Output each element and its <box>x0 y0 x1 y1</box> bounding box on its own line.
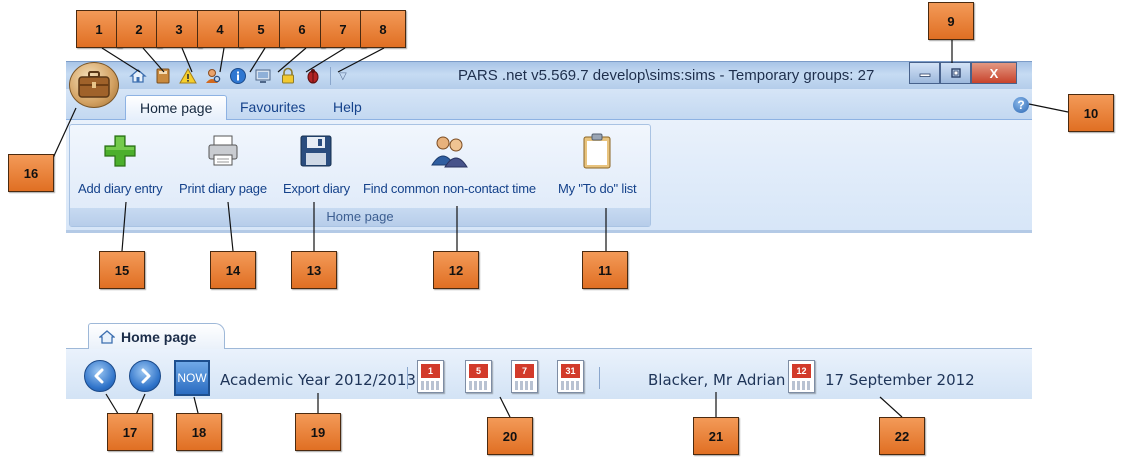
callout-4: 4 <box>197 10 243 48</box>
callout-2: 2 <box>116 10 162 48</box>
document-tab-home-page[interactable]: Home page <box>88 323 225 349</box>
ribbon-group-label: Home page <box>70 208 650 226</box>
quick-access-toolbar: ▽ <box>128 66 347 86</box>
toolbar-separator <box>599 367 600 389</box>
callout-6: 6 <box>279 10 325 48</box>
callout-3: 3 <box>156 10 202 48</box>
calendar-week-button[interactable]: 5 <box>465 360 492 393</box>
floppy-disk-icon <box>296 133 336 169</box>
callout-12: 12 <box>433 251 479 289</box>
calendar-icon: 7 <box>515 364 534 378</box>
title-bar[interactable]: ▽ PARS .net v5.569.7 develop\sims:sims -… <box>66 61 1032 89</box>
find-common-non-contact-time-label: Find common non-contact time <box>363 181 536 196</box>
arrow-right-icon <box>141 368 151 384</box>
callout-21: 21 <box>693 417 739 455</box>
callout-14: 14 <box>210 251 256 289</box>
tab-favourites[interactable]: Favourites <box>240 99 306 115</box>
print-diary-page-button[interactable]: Print diary page <box>179 133 267 196</box>
calendar-day-button[interactable]: 1 <box>417 360 444 393</box>
user-name[interactable]: Blacker, Mr Adrian <box>648 371 786 389</box>
document-tab-divider <box>66 348 1032 349</box>
export-diary-label: Export diary <box>283 181 350 196</box>
callout-8: 8 <box>360 10 406 48</box>
warning-icon[interactable] <box>178 67 197 86</box>
close-icon: X <box>989 65 999 81</box>
chevron-down-icon[interactable]: ▽ <box>339 70 347 82</box>
my-to-do-list-button[interactable]: My "To do" list <box>558 133 637 196</box>
add-diary-entry-button[interactable]: Add diary entry <box>78 133 163 196</box>
next-button[interactable] <box>129 360 161 392</box>
window-controls: X <box>909 62 1017 84</box>
info-icon[interactable] <box>228 67 247 86</box>
plus-icon <box>100 133 140 169</box>
callout-7: 7 <box>320 10 366 48</box>
close-button[interactable]: X <box>971 62 1017 84</box>
date-picker-button[interactable]: 12 <box>788 360 815 393</box>
restore-icon <box>950 68 961 78</box>
document-tab-label: Home page <box>121 328 197 345</box>
print-diary-page-label: Print diary page <box>179 181 267 196</box>
application-menu-button[interactable] <box>69 62 119 108</box>
monitor-icon[interactable] <box>253 67 272 86</box>
academic-year-label[interactable]: Academic Year 2012/2013 <box>220 371 416 389</box>
briefcase-icon <box>78 71 110 98</box>
callout-13: 13 <box>291 251 337 289</box>
find-common-non-contact-time-button[interactable]: Find common non-contact time <box>363 133 536 196</box>
now-button[interactable]: NOW <box>174 360 210 396</box>
help-icon[interactable]: ? <box>1013 97 1029 113</box>
person-search-icon[interactable] <box>203 67 222 86</box>
home-icon[interactable] <box>128 67 147 86</box>
callout-1: 1 <box>76 10 122 48</box>
callout-15: 15 <box>99 251 145 289</box>
home-icon <box>99 329 115 344</box>
calendar-icon: 1 <box>421 364 440 378</box>
book-icon[interactable] <box>153 67 172 86</box>
calendar-full-week-button[interactable]: 7 <box>511 360 538 393</box>
toolbar-separator <box>407 367 408 389</box>
diary-toolbar: NOW Academic Year 2012/2013 1 5 7 31 Bla… <box>66 349 1032 399</box>
callout-11: 11 <box>582 251 628 289</box>
clipboard-icon <box>577 133 617 169</box>
calendar-icon: 5 <box>469 364 488 378</box>
callout-20: 20 <box>487 417 533 455</box>
callout-18: 18 <box>176 413 222 451</box>
callout-22: 22 <box>879 417 925 455</box>
callout-17: 17 <box>107 413 153 451</box>
lock-icon[interactable] <box>278 67 297 86</box>
window-title: PARS .net v5.569.7 develop\sims:sims - T… <box>458 67 875 84</box>
callout-16: 16 <box>8 154 54 192</box>
users-icon <box>429 133 469 169</box>
callout-10: 10 <box>1068 94 1114 132</box>
my-to-do-list-label: My "To do" list <box>558 181 637 196</box>
restore-button[interactable] <box>940 62 971 84</box>
callout-9: 9 <box>928 2 974 40</box>
quick-access-separator <box>330 67 331 85</box>
current-date[interactable]: 17 September 2012 <box>825 371 975 389</box>
minimize-icon <box>919 73 930 77</box>
minimize-button[interactable] <box>909 62 940 84</box>
callout-5: 5 <box>238 10 284 48</box>
printer-icon <box>203 133 243 169</box>
calendar-month-button[interactable]: 31 <box>557 360 584 393</box>
ribbon-group-home-page: Add diary entry Print diary page Export … <box>69 124 651 227</box>
export-diary-button[interactable]: Export diary <box>283 133 350 196</box>
add-diary-entry-label: Add diary entry <box>78 181 163 196</box>
tab-home-page[interactable]: Home page <box>125 95 228 121</box>
ribbon-body: Add diary entry Print diary page Export … <box>66 120 1032 233</box>
tab-help[interactable]: Help <box>333 99 362 115</box>
bug-icon[interactable] <box>303 67 322 86</box>
previous-button[interactable] <box>84 360 116 392</box>
callout-19: 19 <box>295 413 341 451</box>
arrow-left-icon <box>94 368 104 384</box>
calendar-icon: 31 <box>561 364 580 378</box>
ribbon-tab-strip: Home page Favourites Help ? <box>66 89 1032 121</box>
calendar-icon: 12 <box>792 364 811 378</box>
